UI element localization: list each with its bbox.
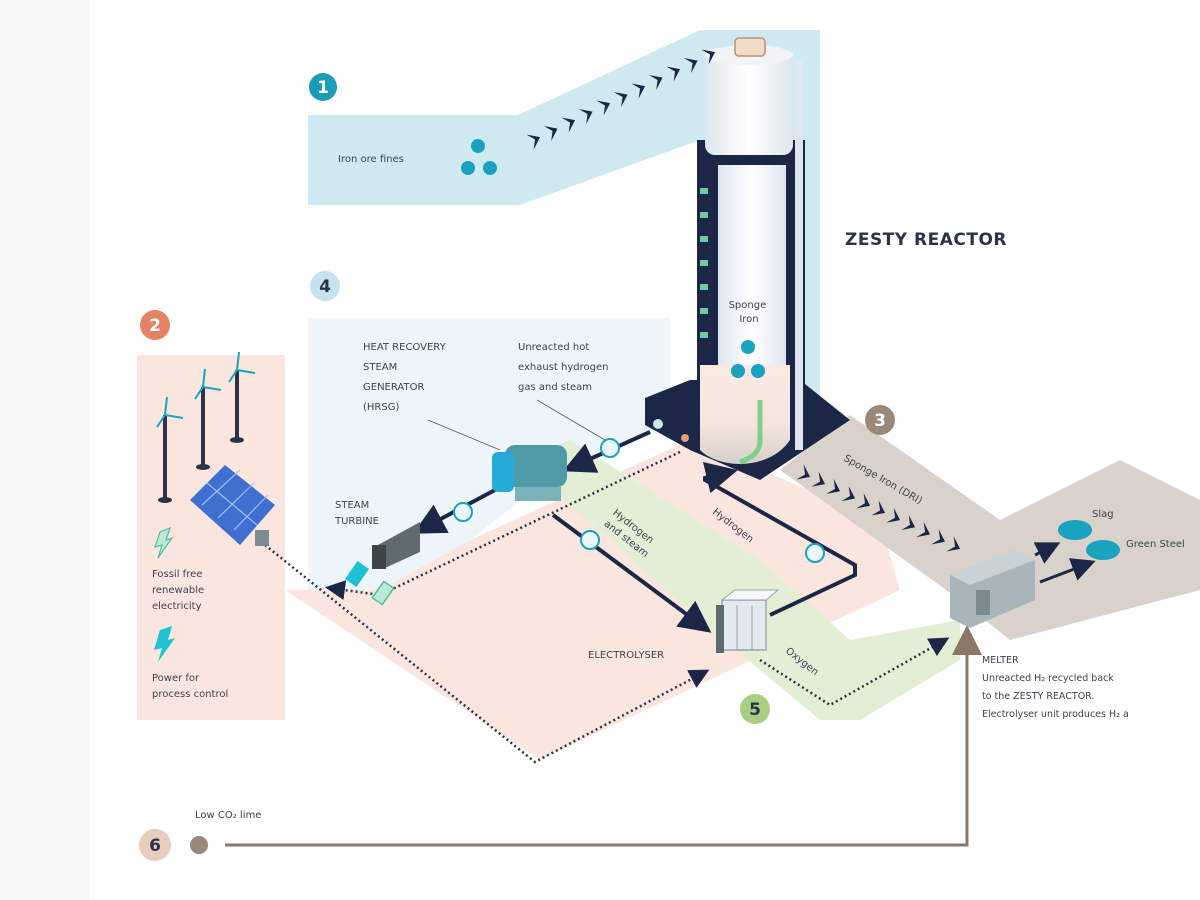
slag-label: Slag: [1092, 509, 1114, 520]
power-lightning-icon: [154, 626, 175, 662]
slag-icon: [1058, 520, 1092, 540]
flow-chevron: [811, 471, 826, 487]
iron-ore-label: Iron ore fines: [338, 154, 404, 165]
step-badge-6: 6: [139, 829, 171, 861]
flow-chevron: [543, 125, 558, 142]
hrsg-unit-icon: [492, 445, 567, 501]
sponge-iron-pellet-icon: [741, 340, 755, 354]
flow-chevron: [613, 91, 628, 108]
svg-text:4: 4: [319, 277, 331, 297]
steel-output-arrow: [1039, 558, 1096, 584]
steam-turbine-label: STEAM TURBINE: [334, 500, 379, 527]
flow-chevron: [526, 134, 541, 150]
flow-chevron: [856, 493, 871, 509]
wind-turbine-icon: [194, 368, 222, 470]
flow-chevron: [596, 100, 611, 116]
green-steel-icon: [1086, 540, 1120, 560]
exhaust-leader-line: [536, 399, 606, 441]
zone-iron-ore-feed: [308, 30, 820, 420]
flow-chevron: [916, 522, 931, 538]
renewable-label: Fossil free renewable electricity: [152, 569, 207, 612]
melter-description: MELTER Unreacted H₂ recycled back to the…: [982, 655, 1129, 720]
reactor-lower-section: [700, 365, 790, 464]
zone-heat-recovery: [308, 318, 670, 590]
flow-chevron: [796, 464, 811, 480]
step-badge-3: 3: [865, 405, 895, 435]
svg-text:1: 1: [317, 78, 329, 98]
valve-icons: [453, 438, 825, 563]
hydrogen-return-line: [702, 462, 857, 617]
step-badge-4: 4: [310, 271, 340, 301]
green-steel-label: Green Steel: [1126, 539, 1185, 550]
power-line-to-turbine: [325, 450, 681, 600]
diagram-title: ZESTY REACTOR: [845, 230, 1007, 250]
wind-turbine-icons: [156, 351, 256, 503]
flow-chevron: [931, 529, 946, 545]
flow-chevron: [886, 507, 901, 523]
valve-icon: [580, 530, 600, 550]
flow-chevron: [826, 478, 841, 494]
oxygen-line-to-melter: [759, 637, 950, 707]
flow-chevron: [901, 514, 916, 530]
solar-panel-icon: [190, 465, 275, 546]
hydrogen-steam-line: [551, 513, 712, 633]
sponge-iron-chevrons: [796, 464, 961, 552]
reactor-content-label: Sponge Iron: [729, 300, 770, 325]
zone-melter: [780, 415, 1200, 640]
zone-electrolysis-flow: [520, 440, 960, 720]
slag-output-arrow: [1033, 542, 1061, 564]
flow-chevron: [666, 66, 681, 82]
svg-text:6: 6: [149, 836, 161, 856]
electrolyser-unit-icon: [716, 589, 780, 653]
lime-feed-line: [225, 625, 982, 847]
flow-chevron: [648, 74, 663, 91]
valve-icon: [600, 438, 620, 458]
exhaust-port: [653, 419, 663, 429]
process-power-label: Power for process control: [152, 673, 228, 700]
zesty-reactor-tower: [645, 37, 850, 480]
flow-chevron: [946, 536, 961, 552]
exhaust-note: Unreacted hot exhaust hydrogen gas and s…: [518, 342, 612, 393]
power-control-box-icon: [344, 560, 370, 588]
reactor-top-cylinder: [705, 55, 793, 155]
step-badge-2: 2: [140, 310, 170, 340]
hydrogen-inlet-pipe: [739, 400, 763, 465]
step-badge-5: 5: [740, 694, 770, 724]
wind-turbine-icon: [156, 396, 184, 503]
hrsg-heading: HEAT RECOVERY STEAM GENERATOR (HRSG): [363, 342, 449, 413]
renewable-box-icon: [371, 580, 395, 606]
valve-icon: [805, 543, 825, 563]
left-margin-strip: [0, 0, 90, 900]
svg-text:3: 3: [874, 411, 886, 431]
lime-label: Low CO₂ lime: [195, 810, 261, 821]
flow-chevron: [871, 500, 886, 516]
flow-chevron: [841, 486, 856, 502]
flow-chevron: [578, 108, 593, 125]
reactor-inner-column: [718, 165, 786, 365]
svg-text:2: 2: [149, 316, 161, 336]
wind-turbine-icon: [228, 351, 256, 443]
hrsg-leader-line: [427, 419, 501, 451]
power-line-to-electrolyser: [264, 544, 710, 764]
flow-chevron: [631, 83, 646, 99]
renewable-lightning-icon: [154, 526, 174, 559]
melter-unit-icon: [950, 550, 1035, 628]
flow-chevron: [683, 57, 698, 74]
flow-chevron: [701, 49, 716, 65]
valve-icon: [453, 502, 473, 522]
lime-source-icon: [190, 836, 208, 854]
flow-chevron: [561, 117, 576, 133]
step-badge-1: 1: [309, 73, 337, 101]
electricity-lines: [264, 450, 950, 764]
electrolyser-label: ELECTROLYSER: [588, 650, 664, 661]
svg-text:5: 5: [749, 700, 761, 720]
steam-turbine-icon: [372, 522, 420, 569]
iron-ore-chevrons: [526, 49, 716, 150]
reactor-cap: [734, 37, 766, 57]
iron-ore-pellets-icon: [461, 139, 497, 175]
